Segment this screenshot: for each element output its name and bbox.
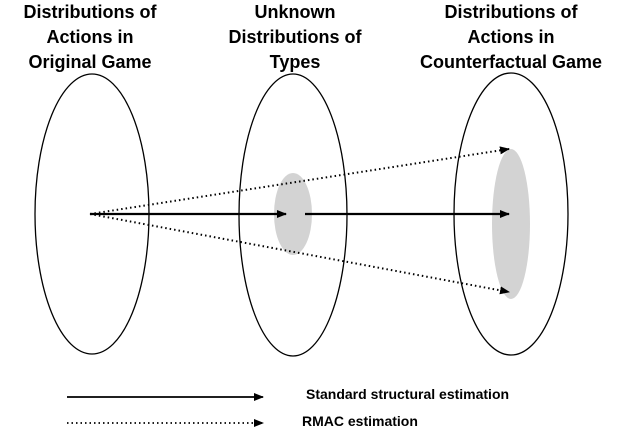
dotted-arrow-upper xyxy=(89,146,510,215)
legend-label-standard-structural: Standard structural estimation xyxy=(306,386,510,402)
heading-counterfactual-game-line-2: Actions in xyxy=(467,27,555,47)
heading-counterfactual-game-line-3: Counterfactual Game xyxy=(419,52,603,72)
legend-label-rmac: RMAC estimation xyxy=(302,413,418,429)
heading-unknown-types-line-2: Distributions of xyxy=(228,27,362,47)
heading-original-game: Distributions of Actions in Original Gam… xyxy=(0,0,190,75)
types-shaded-region xyxy=(274,173,312,255)
heading-unknown-types-line-3: Types xyxy=(269,52,321,72)
heading-counterfactual-game: Distributions of Actions in Counterfactu… xyxy=(411,0,611,75)
heading-original-game-line-1: Distributions of xyxy=(23,2,157,22)
heading-unknown-types: Unknown Distributions of Types xyxy=(195,0,395,75)
heading-original-game-line-3: Original Game xyxy=(28,52,152,72)
heading-unknown-types-line-1: Unknown xyxy=(254,2,336,22)
heading-counterfactual-game-line-1: Distributions of xyxy=(444,2,578,22)
counterfactual-shaded-region xyxy=(492,149,530,299)
heading-original-game-line-2: Actions in xyxy=(46,27,134,47)
